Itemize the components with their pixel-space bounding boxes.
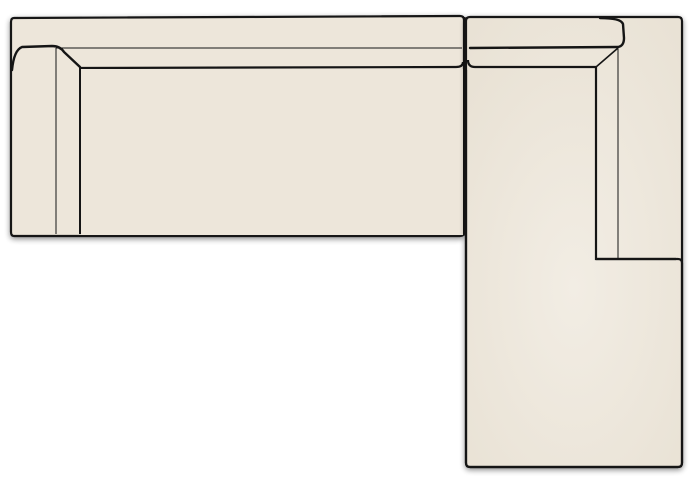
left-seat-cushion xyxy=(81,69,463,235)
left-armrest xyxy=(10,44,82,234)
corner-backrest-diagonal xyxy=(595,47,619,68)
chaise-seat-outline xyxy=(464,70,684,469)
corner-backrest-top-curve xyxy=(468,16,626,50)
left-backrest-front-edge xyxy=(79,61,465,70)
corner-backrest-front-edge xyxy=(466,59,596,69)
left-armrest-top-curve xyxy=(10,44,82,72)
left-backrest xyxy=(56,47,465,70)
corner-backrest xyxy=(466,16,626,69)
chaise-seat-cushion xyxy=(468,70,680,465)
